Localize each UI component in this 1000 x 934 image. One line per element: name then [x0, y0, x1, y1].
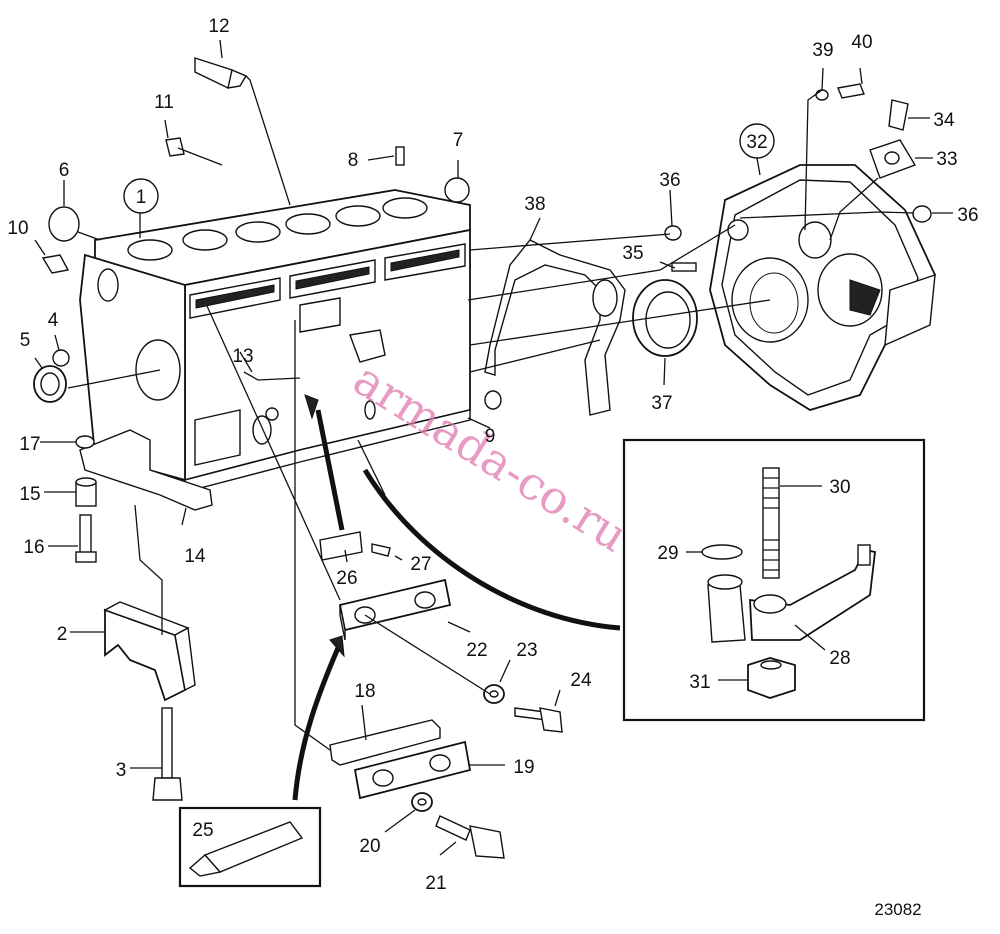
plate-22 — [338, 578, 452, 641]
callout-36-left: 36 — [659, 170, 680, 191]
bolt-21 — [435, 815, 505, 859]
plug-4 — [52, 349, 70, 367]
callout-29: 29 — [657, 543, 678, 564]
callout-10: 10 — [7, 218, 28, 239]
gasket-18 — [329, 719, 441, 766]
callout-39: 39 — [812, 40, 833, 61]
callout-31: 31 — [689, 672, 710, 693]
callout-22: 22 — [466, 640, 487, 661]
callout-13: 13 — [232, 346, 253, 367]
cover-33 — [869, 139, 917, 179]
callout-37: 37 — [651, 393, 672, 414]
fitting-27 — [371, 543, 391, 557]
main-bearing-cap — [103, 601, 196, 702]
plug-36-right — [912, 205, 932, 223]
callout-11: 11 — [154, 92, 174, 113]
pin-35 — [671, 262, 697, 272]
bolt-34 — [888, 99, 909, 131]
bolt-16 — [75, 514, 97, 563]
callout-7: 7 — [453, 130, 464, 151]
plug-10 — [41, 254, 70, 274]
oil-nozzle-26 — [319, 531, 363, 561]
flow-arrows — [292, 394, 621, 801]
callout-25: 25 — [192, 820, 213, 841]
callout-40: 40 — [851, 32, 872, 53]
washer-23 — [483, 684, 505, 704]
plug-36-left — [664, 225, 682, 241]
front-seal-5 — [33, 365, 67, 403]
washer-20 — [411, 792, 433, 812]
leader-lines — [34, 39, 953, 856]
callout-24: 24 — [570, 670, 592, 691]
callout-3: 3 — [116, 760, 127, 781]
callout-23: 23 — [516, 640, 537, 661]
washer-17 — [75, 435, 95, 449]
callout-18: 18 — [354, 681, 375, 702]
callout-1: 1 — [136, 187, 147, 208]
callout-6: 6 — [59, 160, 70, 181]
sensor-12 — [194, 57, 248, 89]
washer-39 — [815, 89, 829, 101]
callout-34: 34 — [933, 110, 955, 131]
callout-19: 19 — [513, 757, 534, 778]
callout-33: 33 — [936, 149, 957, 170]
plug-7 — [444, 177, 470, 203]
seal-ring — [632, 279, 698, 357]
callout-20: 20 — [359, 836, 380, 857]
pin-8 — [395, 146, 405, 166]
bolt-11 — [165, 137, 185, 157]
callout-8: 8 — [348, 150, 359, 171]
callout-28: 28 — [829, 648, 850, 669]
callout-27: 27 — [410, 554, 431, 575]
o-ring-6 — [48, 206, 80, 242]
callout-26: 26 — [336, 568, 357, 589]
callout-16: 16 — [23, 537, 44, 558]
flywheel-housing — [709, 164, 936, 411]
bolt-24 — [514, 707, 563, 733]
spacer-15 — [75, 477, 97, 507]
callout-38: 38 — [524, 194, 545, 215]
callout-labels: 1 32 2 3 4 5 6 7 8 9 10 11 12 13 14 15 1… — [7, 16, 978, 894]
sealant-box — [178, 806, 322, 888]
plate-14 — [79, 429, 213, 511]
detail-inset — [622, 438, 926, 722]
callout-12: 12 — [208, 16, 229, 37]
plate-19 — [353, 740, 472, 800]
callout-17: 17 — [19, 434, 40, 455]
callout-32: 32 — [746, 132, 767, 153]
figure-number: 23082 — [874, 900, 921, 919]
callout-9: 9 — [485, 426, 496, 447]
plug-9 — [484, 390, 502, 410]
callout-4: 4 — [48, 310, 59, 331]
callout-14: 14 — [184, 546, 206, 567]
callout-15: 15 — [19, 484, 40, 505]
callout-30: 30 — [829, 477, 850, 498]
bolt-40 — [837, 83, 865, 99]
bolt-3 — [152, 707, 183, 801]
callout-21: 21 — [425, 873, 446, 894]
callout-36-right: 36 — [957, 205, 978, 226]
callout-35: 35 — [622, 243, 643, 264]
callout-2: 2 — [57, 624, 68, 645]
cover-gasket — [484, 239, 626, 416]
callout-5: 5 — [20, 330, 31, 351]
plug-13 — [265, 407, 279, 421]
